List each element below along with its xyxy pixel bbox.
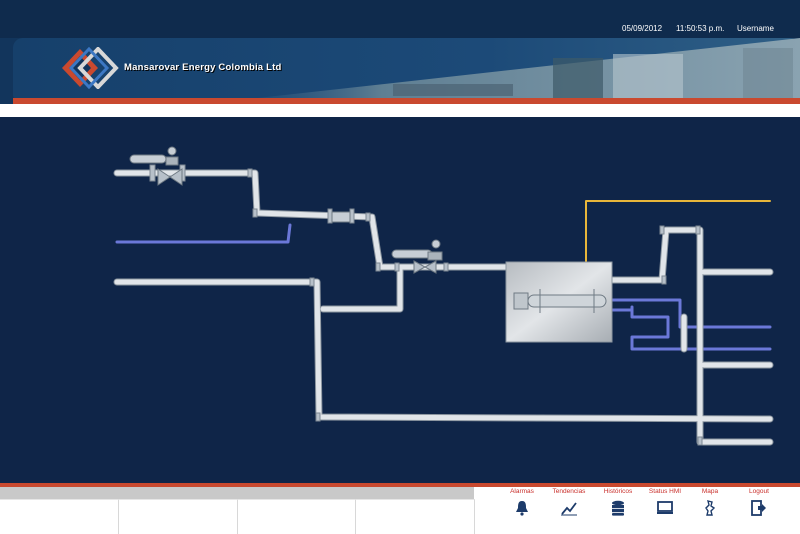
company-name: Mansarovar Energy Colombia Ltd — [124, 62, 282, 73]
process-canvas — [0, 117, 800, 483]
nav-alarmas-button[interactable]: Alarmas — [500, 488, 544, 517]
banner-graphic — [13, 38, 800, 104]
map-icon — [705, 500, 716, 516]
nav-historicos-label: Históricos — [603, 488, 633, 495]
nav-tendencias-button[interactable]: Tendencias — [547, 488, 591, 517]
nav-tendencias-label: Tendencias — [552, 488, 586, 495]
nav-status-hmi-label: Status HMI — [648, 488, 682, 495]
bell-icon — [516, 501, 528, 516]
database-icon — [612, 500, 624, 516]
time-display: 11:50:53 p.m. — [676, 24, 725, 33]
blue-pipe-2 — [630, 305, 772, 351]
status-cell-1 — [0, 499, 119, 534]
status-cell-3 — [238, 499, 356, 534]
company-logo — [62, 47, 119, 89]
footer-accent-band — [0, 483, 800, 487]
nav-mapa-label: Mapa — [701, 488, 719, 495]
lower-return-pipe — [114, 279, 773, 422]
username-label[interactable]: Username — [737, 24, 774, 33]
top-bar — [0, 0, 800, 38]
trend-chart-icon — [561, 502, 577, 516]
blue-pipe-group — [115, 223, 772, 351]
status-cell-4 — [356, 499, 475, 534]
status-cell-2 — [119, 499, 238, 534]
blue-pipe-left — [115, 223, 292, 244]
logout-icon — [751, 500, 766, 516]
status-bar — [0, 487, 474, 499]
nav-mapa-button[interactable]: Mapa — [688, 488, 732, 517]
expansion-joint — [331, 211, 351, 223]
nav-alarmas-label: Alarmas — [510, 488, 534, 495]
heat-exchanger-unit — [505, 261, 613, 343]
date-display: 05/09/2012 — [622, 24, 663, 33]
control-valve-2 — [391, 239, 443, 274]
pipe-fill-group — [114, 170, 773, 445]
pipe-outline-group — [113, 169, 774, 446]
main-process-pipe — [114, 170, 509, 270]
gas-pipe — [585, 200, 771, 263]
nav-logout-label: Logout — [749, 488, 769, 495]
blue-pipe-1 — [610, 298, 772, 329]
flange-group — [149, 164, 703, 446]
pipeline-diagram — [113, 146, 774, 446]
nav-historicos-button[interactable]: Históricos — [596, 488, 640, 517]
monitor-icon — [657, 501, 673, 514]
header-separator — [0, 104, 800, 117]
bypass-pipe — [320, 266, 403, 312]
footer — [0, 483, 800, 534]
control-valve-1 — [129, 146, 183, 186]
nav-logout-button[interactable]: Logout — [737, 488, 781, 517]
nav-status-hmi-button[interactable]: Status HMI — [643, 488, 687, 517]
outlet-pipe — [609, 227, 773, 445]
